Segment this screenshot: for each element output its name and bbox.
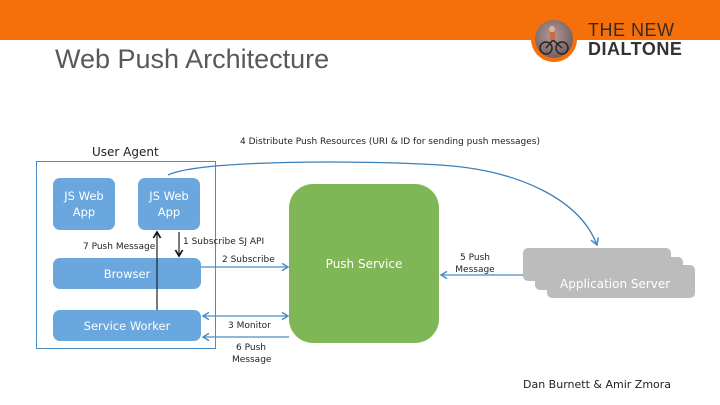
- header-bar: [0, 0, 720, 40]
- browser-node: Browser: [53, 258, 201, 289]
- edge-7-label: 7 Push Message: [83, 242, 156, 252]
- logo-cyclist-photo-icon: [535, 20, 573, 58]
- logo-text-line2: DIALTONE: [588, 39, 683, 59]
- js-web-app-1: JS Web App: [53, 178, 115, 230]
- user-agent-container: [36, 161, 216, 349]
- edge-5-label-line1: 5 Push: [460, 253, 490, 263]
- edge-6-label-line1: 6 Push: [236, 343, 266, 353]
- push-service-node: Push Service: [289, 184, 439, 343]
- edge-6-label: 6 Push Message: [232, 342, 272, 366]
- author-credit: Dan Burnett & Amir Zmora: [523, 378, 672, 391]
- edge-3-label: 3 Monitor: [228, 321, 271, 331]
- service-worker-node: Service Worker: [53, 310, 201, 341]
- edge-2-label: 2 Subscribe: [222, 255, 275, 265]
- edge-4-label: 4 Distribute Push Resources (URI & ID fo…: [240, 137, 540, 147]
- logo-text-line1: THE NEW: [588, 20, 675, 40]
- application-server-label: Application Server: [560, 277, 671, 291]
- edge-1-label: 1 Subscribe SJ API: [183, 237, 265, 247]
- app-server-stack-front: [523, 248, 671, 281]
- edge-6-label-line2: Message: [232, 355, 272, 365]
- slide-title: Web Push Architecture: [55, 44, 330, 74]
- js-web-app-2: JS Web App: [138, 178, 200, 230]
- edge-5-label-line2: Message: [455, 265, 495, 275]
- user-agent-label: User Agent: [92, 145, 159, 159]
- edge-4-distribute-arrow: [167, 161, 600, 247]
- edge-5-label: 5 Push Message: [455, 252, 495, 276]
